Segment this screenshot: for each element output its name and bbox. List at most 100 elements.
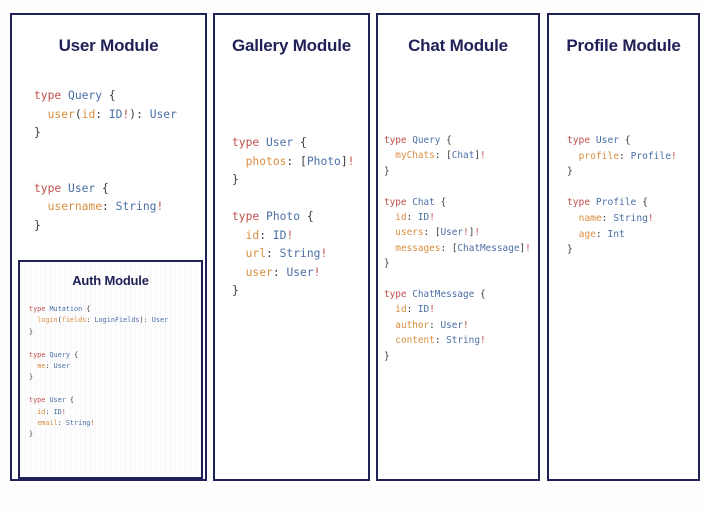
code-token: name <box>578 212 602 224</box>
module-card-profile[interactable]: Profile Module type User { profile: Prof… <box>547 13 700 481</box>
code-token: ChatMessage <box>457 242 520 254</box>
code-token: Photo <box>266 210 301 223</box>
code-line: } <box>384 164 531 179</box>
code-line: id: ID! <box>232 227 354 246</box>
code-token: ): <box>139 316 152 325</box>
code-token: User <box>286 265 314 279</box>
code-token: id <box>81 107 96 121</box>
code-token: ] <box>474 150 480 162</box>
code-token: } <box>384 165 390 177</box>
code-line: type Query { <box>34 87 177 106</box>
code-token: ! <box>156 200 164 213</box>
code-token: : <box>286 154 301 168</box>
code-token: Chat <box>412 196 435 208</box>
code-token: ] <box>468 227 475 239</box>
code-token: ! <box>463 319 469 331</box>
code-token: ! <box>480 150 486 162</box>
code-token: : <box>272 265 287 279</box>
code-token: : <box>406 304 418 316</box>
code-token: type <box>34 181 69 195</box>
code-line <box>384 272 531 287</box>
code-token <box>232 229 246 242</box>
code-line: type Photo { <box>232 208 354 227</box>
schema-code-user: type Query { user(id: ID!): User} type U… <box>34 87 177 235</box>
module-title-profile: Profile Module <box>566 36 681 55</box>
code-token <box>34 108 48 121</box>
code-token: ! <box>671 150 677 162</box>
code-token <box>34 200 48 213</box>
code-token: Profile <box>630 150 671 162</box>
code-line: id: ID! <box>384 302 531 317</box>
code-token: type <box>384 289 413 301</box>
code-line: username: String! <box>34 198 177 217</box>
code-token: Query <box>49 350 70 359</box>
schema-code-gallery: type User { photos: [Photo]!} type Photo… <box>232 134 354 301</box>
code-token: { <box>65 396 75 405</box>
code-token: content <box>395 335 435 347</box>
code-line: user(id: ID!): User <box>34 106 177 125</box>
code-token: { <box>474 289 486 301</box>
code-token: User <box>595 135 619 146</box>
code-token: { <box>300 210 314 223</box>
code-token: { <box>82 305 91 313</box>
module-card-auth[interactable]: Auth Module type Mutation { login(fields… <box>18 260 203 479</box>
code-token: { <box>102 89 116 102</box>
code-token <box>384 150 395 161</box>
module-card-gallery[interactable]: Gallery Module type User { photos: [Phot… <box>213 13 370 481</box>
code-token: [ <box>434 227 441 239</box>
module-title-auth: Auth Module <box>72 273 149 288</box>
code-token: : <box>619 150 631 162</box>
code-token: ID <box>272 228 287 242</box>
code-token: ! <box>347 154 355 168</box>
code-token: ! <box>525 242 531 254</box>
code-token: User <box>440 227 464 239</box>
code-line: type Profile { <box>567 195 677 211</box>
code-token: age <box>578 228 596 240</box>
code-token: : <box>595 228 608 240</box>
code-token: } <box>29 373 34 382</box>
code-token: users <box>395 227 424 239</box>
code-line: } <box>29 372 168 383</box>
code-token: } <box>232 173 239 186</box>
code-token: ): <box>129 107 150 121</box>
code-line: type User { <box>232 134 354 153</box>
code-token <box>29 362 37 370</box>
code-token: : <box>95 107 109 121</box>
code-token: : <box>86 316 95 325</box>
code-token: : <box>57 419 66 428</box>
code-token: login <box>37 316 58 325</box>
code-line: type User { <box>567 133 677 149</box>
code-token: type <box>34 89 69 102</box>
code-token: : <box>423 227 435 239</box>
code-line: url: String! <box>232 245 354 264</box>
code-token: author <box>395 319 430 331</box>
code-line: type ChatMessage { <box>384 287 531 302</box>
code-token: ! <box>474 227 481 239</box>
code-line: name: String! <box>567 211 677 227</box>
code-token: ] <box>340 154 348 168</box>
schema-code-chat: type Query { myChats: [Chat]!} type Chat… <box>384 133 531 364</box>
code-token: ! <box>122 107 130 121</box>
code-token <box>29 408 37 416</box>
module-card-chat[interactable]: Chat Module type Query { myChats: [Chat]… <box>376 13 540 481</box>
code-line: users: [User!]! <box>384 225 531 240</box>
code-token: type <box>232 210 267 223</box>
module-card-user[interactable]: User Module type Query { user(id: ID!): … <box>10 13 207 481</box>
code-token: id <box>245 228 260 242</box>
code-token: fields <box>61 316 87 325</box>
code-token <box>29 419 37 427</box>
code-token: LoginFields <box>94 316 140 325</box>
code-token: Query <box>68 89 103 102</box>
code-line: user: User! <box>232 264 354 283</box>
code-token <box>232 266 246 279</box>
code-token: User <box>149 107 177 121</box>
code-token: ! <box>286 228 294 242</box>
code-token: username <box>47 200 103 213</box>
code-token: [ <box>446 150 452 162</box>
code-token: [ <box>451 242 458 254</box>
code-token: Int <box>607 228 625 240</box>
code-token: ChatMessage <box>412 289 475 301</box>
code-token: User <box>266 136 294 149</box>
code-token: ! <box>647 212 654 224</box>
